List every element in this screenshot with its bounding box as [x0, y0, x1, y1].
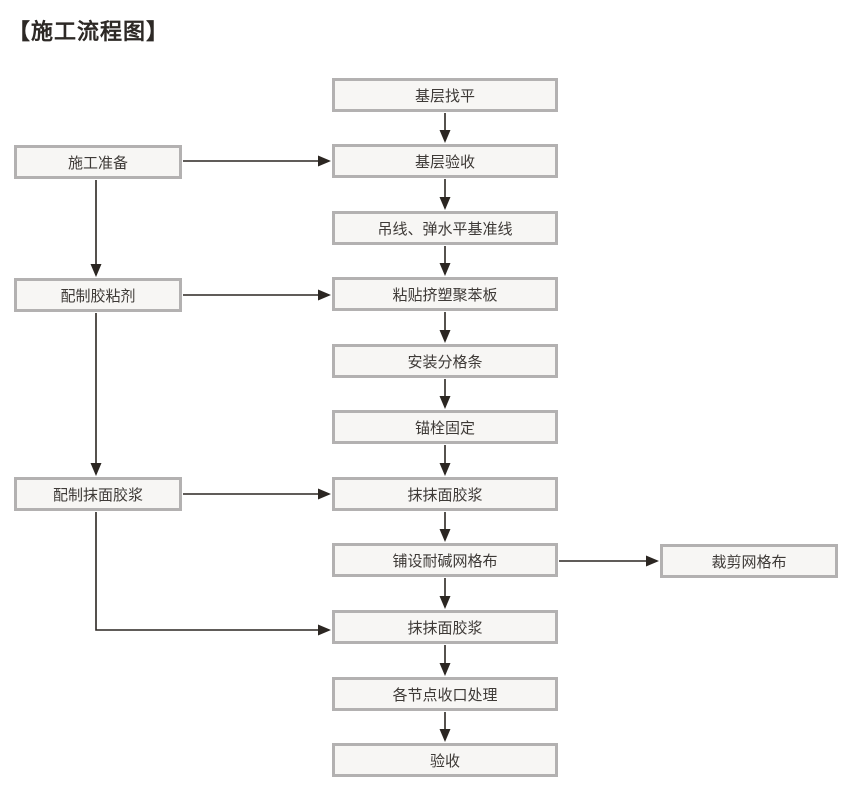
step-apply-surface-mortar-1: 抹抹面胶浆: [332, 477, 558, 511]
step-install-dividing-strips: 安装分格条: [332, 344, 558, 378]
page-title: 【施工流程图】: [8, 19, 170, 44]
step-hang-line-datum: 吊线、弹水平基准线: [332, 211, 558, 245]
step-base-acceptance: 基层验收: [332, 144, 558, 178]
step-prepare-surface-mortar: 配制抹面胶浆: [14, 477, 182, 511]
step-paste-xps-board: 粘贴挤塑聚苯板: [332, 277, 558, 311]
step-cut-mesh-cloth: 裁剪网格布: [660, 544, 838, 578]
step-apply-surface-mortar-2: 抹抹面胶浆: [332, 610, 558, 644]
step-node-closure-treatment: 各节点收口处理: [332, 677, 558, 711]
step-prepare-adhesive: 配制胶粘剂: [14, 278, 182, 312]
step-base-leveling: 基层找平: [332, 78, 558, 112]
step-lay-mesh-cloth: 铺设耐碱网格布: [332, 543, 558, 577]
step-final-acceptance: 验收: [332, 743, 558, 777]
step-construction-preparation: 施工准备: [14, 145, 182, 179]
arrow-mortar-to-apply-2: [95, 512, 331, 636]
step-anchor-fixing: 锚栓固定: [332, 410, 558, 444]
